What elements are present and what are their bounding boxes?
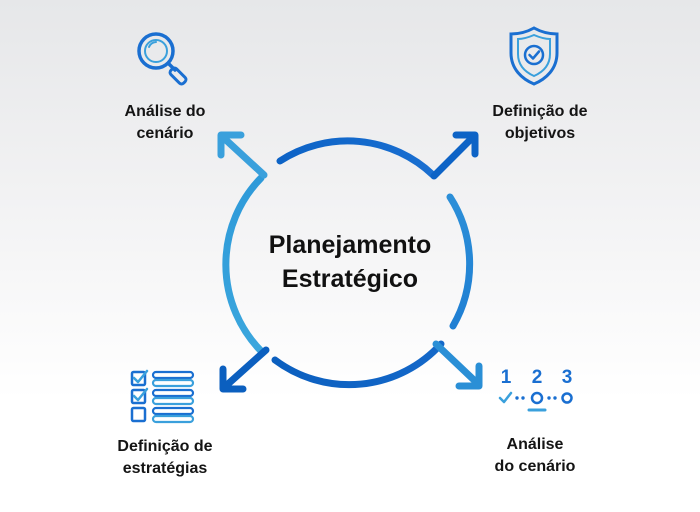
arrow-top-right <box>430 131 479 180</box>
label-top-left-line2: cenário <box>136 125 194 142</box>
arrow-bottom-right <box>432 340 483 390</box>
label-bottom-right: Análise do cenário <box>470 434 600 478</box>
label-top-right: Definição de objetivos <box>465 101 615 145</box>
arc-bottom <box>271 340 445 389</box>
label-bottom-left-line2: estratégias <box>122 460 208 477</box>
arc-top <box>276 137 437 179</box>
magnifier-icon <box>137 32 188 86</box>
label-bottom-left: Definição de estratégias <box>90 436 240 480</box>
steps-123-icon: 1 2 3 <box>498 367 573 412</box>
step-digit-3: 3 <box>562 367 573 388</box>
label-bottom-left-line1: Definição de <box>117 438 213 455</box>
arc-right <box>446 193 474 330</box>
arc-left <box>222 174 266 356</box>
step-digit-2: 2 <box>532 367 543 388</box>
label-bottom-right-line2: do cenário <box>494 458 576 475</box>
center-title: Planejamento Estratégico <box>230 228 470 296</box>
arrow-bottom-left <box>219 346 270 393</box>
checklist-icon <box>130 369 195 424</box>
label-top-right-line2: objetivos <box>504 125 576 142</box>
label-top-left: Análise do cenário <box>100 101 230 145</box>
center-title-line1: Planejamento <box>268 231 432 259</box>
label-bottom-right-line1: Análise <box>506 436 564 453</box>
shield-check-icon <box>509 26 559 86</box>
center-title-line2: Estratégico <box>281 265 419 293</box>
label-top-left-line1: Análise do <box>124 103 206 120</box>
label-top-right-line1: Definição de <box>492 103 588 120</box>
step-digit-1: 1 <box>501 367 512 388</box>
arrow-top-left <box>217 131 268 179</box>
